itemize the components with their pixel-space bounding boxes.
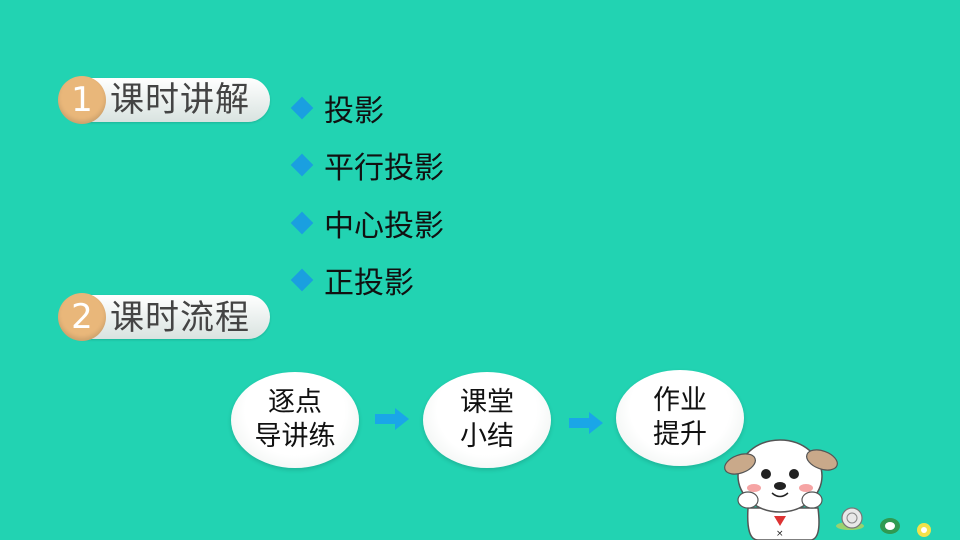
topic-item-4[interactable]: 正投影 <box>290 260 414 301</box>
diamond-icon <box>290 211 314 235</box>
flow-step-line2: 导讲练 <box>254 421 336 452</box>
section-1-label: 课时讲解 <box>110 80 250 120</box>
topic-label: 平行投影 <box>324 151 444 186</box>
topic-item-3[interactable]: 中心投影 <box>290 203 444 244</box>
section-2-label: 课时流程 <box>110 298 250 338</box>
section-1-number: 1 <box>58 76 106 124</box>
flow-step-line2: 提升 <box>653 419 707 450</box>
topic-label: 中心投影 <box>324 209 444 244</box>
svg-text:×: × <box>776 529 784 539</box>
flow-step-3[interactable]: 作业 提升 <box>616 370 744 466</box>
section-2-number: 2 <box>58 293 106 341</box>
arrow-right-icon <box>375 408 409 430</box>
flow-step-line2: 小结 <box>460 421 514 452</box>
flow-step-line1: 逐点 <box>268 387 322 418</box>
topic-label: 投影 <box>324 94 384 129</box>
flow-step-2[interactable]: 课堂 小结 <box>423 372 551 468</box>
arrow-right-icon <box>569 412 603 434</box>
topic-label: 正投影 <box>324 266 414 301</box>
topic-item-1[interactable]: 投影 <box>290 88 384 129</box>
diamond-icon <box>290 96 314 120</box>
diamond-icon <box>290 153 314 177</box>
puppy-illustration: × <box>724 439 931 540</box>
flow-step-1[interactable]: 逐点 导讲练 <box>231 372 359 468</box>
diamond-icon <box>290 268 314 292</box>
flow-step-line1: 课堂 <box>460 387 514 418</box>
flow-step-line1: 作业 <box>653 385 707 416</box>
topic-item-2[interactable]: 平行投影 <box>290 145 444 186</box>
